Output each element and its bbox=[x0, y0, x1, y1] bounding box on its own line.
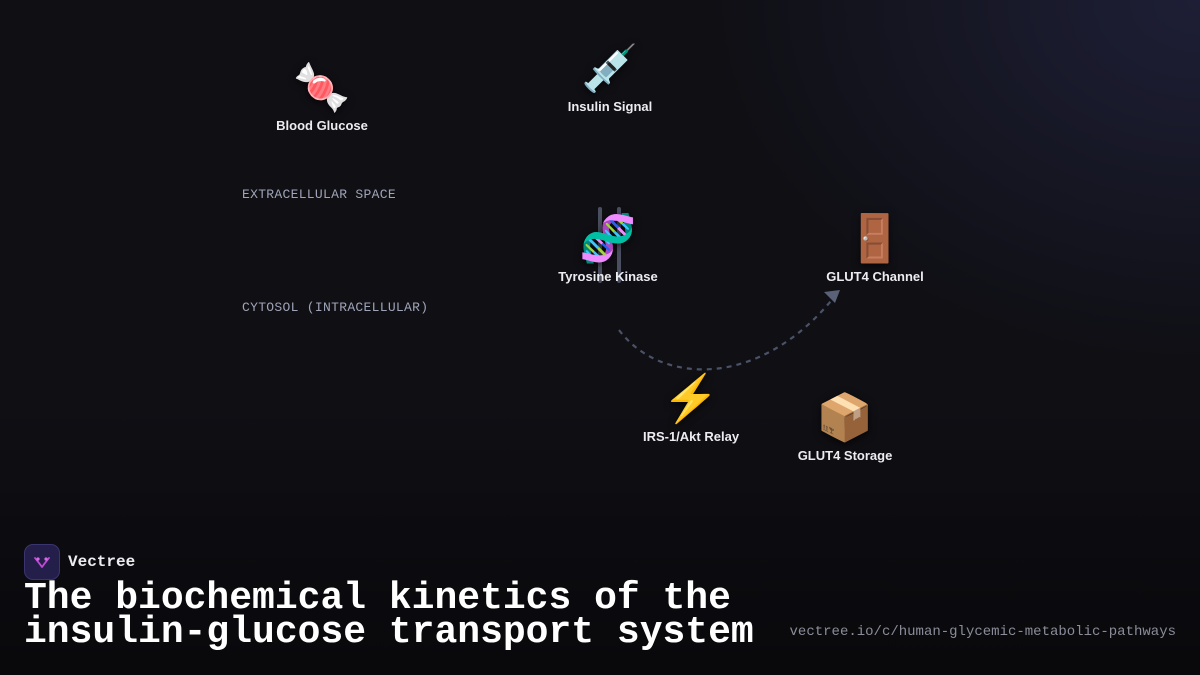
node-glut4-channel[interactable]: 🚪 GLUT4 Channel bbox=[826, 211, 924, 284]
page-url[interactable]: vectree.io/c/human-glycemic-metabolic-pa… bbox=[789, 624, 1176, 640]
page-title: The biochemical kinetics of the insulin-… bbox=[24, 577, 754, 654]
receptor-membrane-right bbox=[617, 207, 621, 283]
node-blood-glucose[interactable]: 🍬 Blood Glucose bbox=[276, 60, 368, 133]
dna-icon: 🧬 bbox=[579, 212, 637, 264]
node-irs-akt-relay[interactable]: ⚡ IRS-1/Akt Relay bbox=[643, 371, 739, 444]
node-label: Insulin Signal bbox=[567, 99, 653, 114]
vectree-logo-icon bbox=[24, 544, 60, 580]
node-label: Tyrosine Kinase bbox=[558, 269, 658, 284]
node-glut4-storage[interactable]: 📦 GLUT4 Storage bbox=[798, 390, 893, 463]
receptor-membrane-left bbox=[598, 207, 602, 283]
candy-icon: 🍬 bbox=[293, 61, 351, 113]
door-icon: 🚪 bbox=[846, 212, 904, 264]
connector-arrowhead bbox=[824, 290, 840, 303]
brand[interactable]: Vectree bbox=[24, 544, 135, 580]
package-icon: 📦 bbox=[816, 391, 874, 443]
region-label-cytosol: CYTOSOL (INTRACELLULAR) bbox=[242, 300, 429, 315]
node-label: Blood Glucose bbox=[276, 118, 368, 133]
syringe-icon: 💉 bbox=[581, 42, 639, 94]
brand-name: Vectree bbox=[68, 553, 136, 571]
region-label-extracellular: EXTRACELLULAR SPACE bbox=[242, 187, 396, 202]
node-label: GLUT4 Storage bbox=[797, 448, 893, 463]
connector-kinase-to-glut4 bbox=[618, 295, 836, 371]
node-label: GLUT4 Channel bbox=[826, 269, 924, 284]
node-tyrosine-kinase[interactable]: 🧬 Tyrosine Kinase bbox=[558, 211, 657, 284]
lightning-icon: ⚡ bbox=[662, 372, 720, 424]
node-insulin-signal[interactable]: 💉 Insulin Signal bbox=[568, 41, 653, 114]
node-label: IRS-1/Akt Relay bbox=[642, 429, 740, 444]
